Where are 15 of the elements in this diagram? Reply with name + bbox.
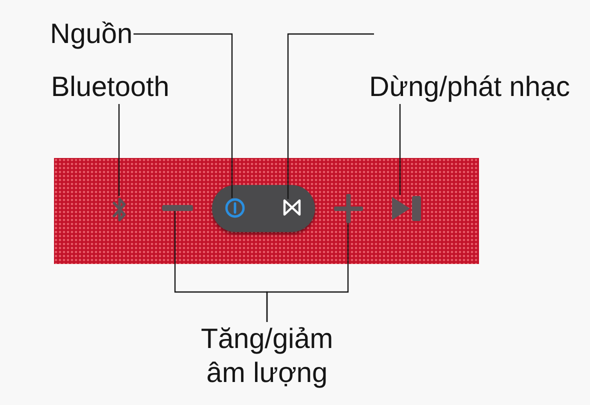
callout-label: Dừng/phát nhạc xyxy=(369,70,570,104)
callout-label: Nguồn xyxy=(50,17,133,51)
leader-line xyxy=(266,223,349,322)
power-icon xyxy=(225,198,245,218)
play-pause-icon xyxy=(391,195,422,222)
minus-icon xyxy=(162,205,193,211)
leader-line xyxy=(287,33,374,199)
leader-line xyxy=(118,104,120,196)
leader-line xyxy=(399,104,401,195)
callout-label: Tăng/giảm âm lượng xyxy=(187,322,347,390)
bluetooth-icon xyxy=(111,196,128,223)
bowtie-icon xyxy=(283,199,301,216)
plus-icon xyxy=(334,194,363,223)
callout-label: Bluetooth xyxy=(51,70,170,104)
leader-line xyxy=(134,33,233,198)
